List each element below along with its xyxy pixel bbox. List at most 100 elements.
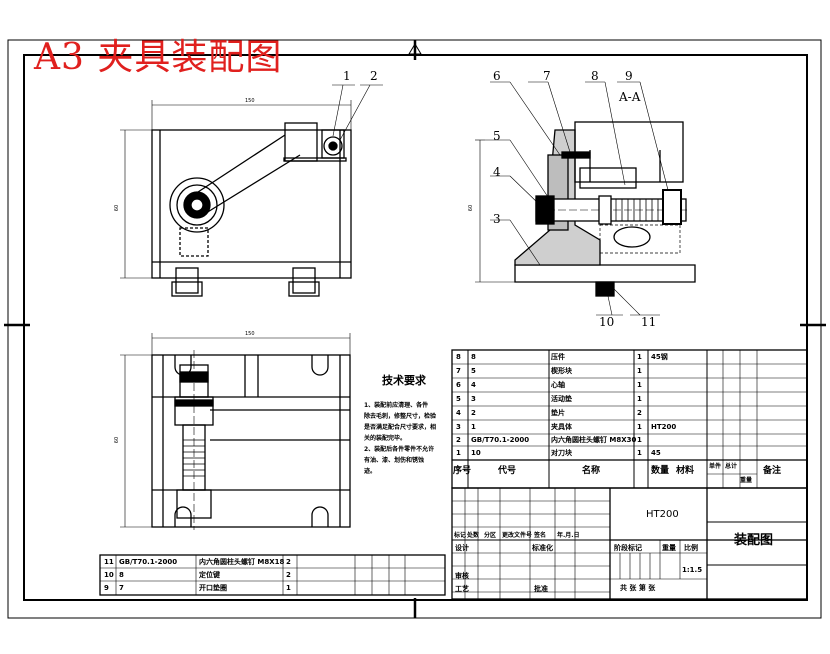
tb-drawing-name: 装配图 [734,533,774,548]
bom-code: 8 [119,571,124,579]
dim-top-width: 150 [245,98,255,104]
balloon-4: 4 [493,165,501,179]
tb-weight: 重量 [662,544,676,552]
bom-qty: 2 [637,409,642,417]
bom-seq: 9 [104,584,109,592]
balloon-5: 5 [493,129,501,143]
tb-rev-date: 年.月.日 [557,532,580,539]
balloon-7: 7 [543,69,551,83]
section-view-leaders [475,81,669,316]
bom-qty: 1 [637,395,642,403]
plan-view [151,350,351,530]
tech-req-title: 技术要求 [382,374,426,387]
drawing-title: A3 夹具装配图 [34,37,283,78]
bom-header-material: 材料 [676,466,695,476]
bom-code: 3 [471,395,476,403]
tech-req-line: 2、装配后各件零件不允许 [364,446,435,453]
balloon-11: 11 [641,315,657,329]
bom-name: 楔形块 [551,367,572,375]
tech-req-line: 关的装配完毕。 [364,435,407,442]
bom-seq: 11 [104,558,114,566]
bom-name: 心轴 [551,381,565,389]
tb-standardization: 标准化 [532,544,553,552]
tb-rev-doc: 更改文件号 [502,532,533,539]
bom-header-total: 总计 [725,463,738,470]
tb-sheets: 共 张 第 张 [620,584,656,592]
section-label: A-A [619,90,641,104]
bom-qty: 1 [637,367,642,375]
balloon-10: 10 [599,315,615,329]
bom-material: 45 [651,449,661,457]
balloon-9: 9 [625,69,633,83]
bom-qty: 1 [637,423,642,431]
section-view [514,121,696,297]
bom-seq: 10 [104,571,114,579]
title-block-grid [451,487,808,600]
bom-name: 定位键 [199,571,220,579]
bom-seq: 4 [456,409,461,417]
bom-table-grid [451,349,808,489]
bom-code: 5 [471,367,476,375]
tb-process: 工艺 [455,585,469,593]
tb-stage: 阶段标记 [614,544,642,552]
bom-name: 内六角圆柱头螺钉 M8X30 [551,436,637,444]
bom-qty: 2 [286,571,291,579]
dim-top-height: 60 [114,204,121,212]
dim-side-height: 60 [468,204,475,212]
bom-header-weight: 重量 [740,477,753,484]
plan-view-dimensions [120,333,351,528]
bom-header-qty: 数量 [651,466,670,476]
bom-table-lower-grid [99,554,446,596]
bom-header-code: 代号 [498,466,517,476]
balloon-2: 2 [370,69,378,83]
bom-name: 内六角圆柱头螺钉 M8X18 [199,558,285,566]
dim-bottom-height: 60 [114,436,121,444]
bom-seq: 3 [456,423,461,431]
bom-seq: 1 [456,449,461,457]
bom-qty: 1 [637,449,642,457]
balloon-1: 1 [343,69,351,83]
tech-req-line: 是否满足配合尺寸要求，相 [364,424,437,431]
bom-header-remark: 备注 [763,466,782,476]
tech-req-line: 除去毛刺，修整尺寸，检验 [364,413,437,420]
tb-rev-sign: 签名 [534,532,547,539]
bom-code: GB/T70.1-2000 [471,436,530,444]
bom-header-seq: 序号 [453,466,472,476]
bom-seq: 2 [456,436,461,444]
bom-qty: 1 [637,381,642,389]
bom-code: 10 [471,449,481,457]
bom-material: HT200 [651,423,677,431]
bom-seq: 5 [456,395,461,403]
tb-rev-mark: 标记 [454,532,467,539]
bom-code: 2 [471,409,476,417]
bom-name: 压件 [551,353,565,361]
bom-qty: 1 [286,584,291,592]
sheet-frame [4,39,826,619]
dim-bottom-width: 150 [245,331,255,337]
bom-qty: 1 [637,436,642,444]
bom-name: 垫片 [551,409,565,417]
bom-seq: 8 [456,353,461,361]
bom-name: 对刀块 [551,449,572,457]
bom-code: 7 [119,584,124,592]
balloon-6: 6 [493,69,501,83]
tb-review: 审核 [455,572,469,580]
bom-code: 4 [471,381,476,389]
tb-rev-count: 处数 [467,532,480,539]
tech-req-body: 1、装配前应清理、各件 除去毛刺，修整尺寸，检验 是否满足配合尺寸要求，相 关的… [364,400,444,477]
bom-name: 活动垫 [551,395,572,403]
tech-req-line: 迹。 [364,468,377,475]
front-view [151,122,352,297]
bom-code: 1 [471,423,476,431]
bom-name: 开口垫圈 [199,584,227,592]
tb-approve: 批准 [534,585,548,593]
bom-code: 8 [471,353,476,361]
technical-requirements: 技术要求 1、装配前应清理、各件 除去毛刺，修整尺寸，检验 是否满足配合尺寸要求… [364,372,444,477]
bom-header-name: 名称 [582,466,601,476]
bom-material: 45钢 [651,353,668,361]
tb-material: HT200 [646,509,679,520]
bom-seq: 6 [456,381,461,389]
bom-seq: 7 [456,367,461,375]
bom-code: GB/T70.1-2000 [119,558,178,566]
